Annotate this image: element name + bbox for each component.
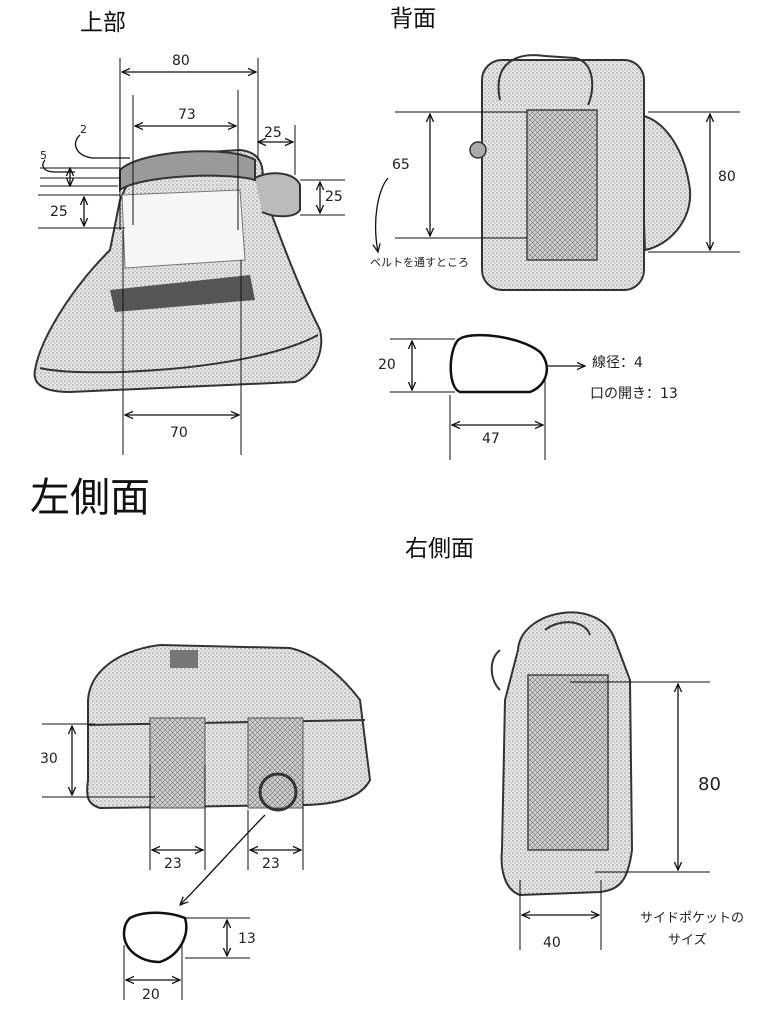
dim-top-width-outer: 80 [172, 53, 190, 69]
back-view-dimensions [376, 111, 740, 252]
dim-left-strap-left: 23 [164, 856, 182, 872]
note-opening-width: 口の開き：13 [590, 386, 678, 402]
note-belt-loop: ベルトを通すところ [370, 256, 469, 269]
ring-bottom-drawing [122, 911, 188, 964]
top-view-drawing [33, 148, 323, 394]
right-view-dimensions [519, 681, 710, 950]
ring-bottom-dimensions [123, 917, 250, 1000]
dim-top-handle-height: 25 [325, 189, 343, 205]
dim-top-handle-width: 25 [264, 125, 282, 141]
dim-back-belt-height: 65 [392, 157, 410, 173]
note-wire-diameter: 線径：4 [592, 355, 643, 371]
dim-top-width-bottom: 70 [170, 425, 188, 441]
dim-top-small-2: 2 [80, 123, 87, 136]
title-top-view: 上部 [80, 10, 126, 36]
dim-ring-bottom-width: 20 [142, 987, 160, 1003]
dim-back-total-height: 80 [718, 169, 736, 185]
title-right-side-view: 右側面 [405, 536, 474, 562]
title-back-view: 背面 [390, 6, 436, 32]
dim-left-strap-right: 23 [262, 856, 280, 872]
dim-ring-top-height: 20 [378, 357, 396, 373]
dim-right-pocket-height: 80 [698, 774, 721, 795]
note-side-pocket-line1: サイドポケットの [640, 911, 745, 926]
top-view-dimensions [38, 58, 345, 455]
title-left-side-view: 左側面 [30, 475, 150, 521]
dim-ring-bottom-height: 13 [238, 931, 256, 947]
dim-left-height: 30 [40, 751, 58, 767]
note-side-pocket-line2: サイズ [668, 933, 707, 948]
dim-top-small-5: 5 [40, 149, 47, 162]
ring-top-dimensions [390, 338, 585, 460]
left-view-drawing [86, 643, 372, 812]
dim-right-pocket-width: 40 [543, 935, 561, 951]
left-view-dimensions [42, 723, 304, 905]
ring-top-drawing [449, 333, 549, 394]
back-view-drawing [469, 54, 692, 291]
right-view-drawing [490, 611, 634, 897]
dim-top-width-inner: 73 [178, 107, 196, 123]
dim-ring-top-width: 47 [482, 431, 500, 447]
dim-top-zipper-drop: 25 [50, 204, 68, 220]
